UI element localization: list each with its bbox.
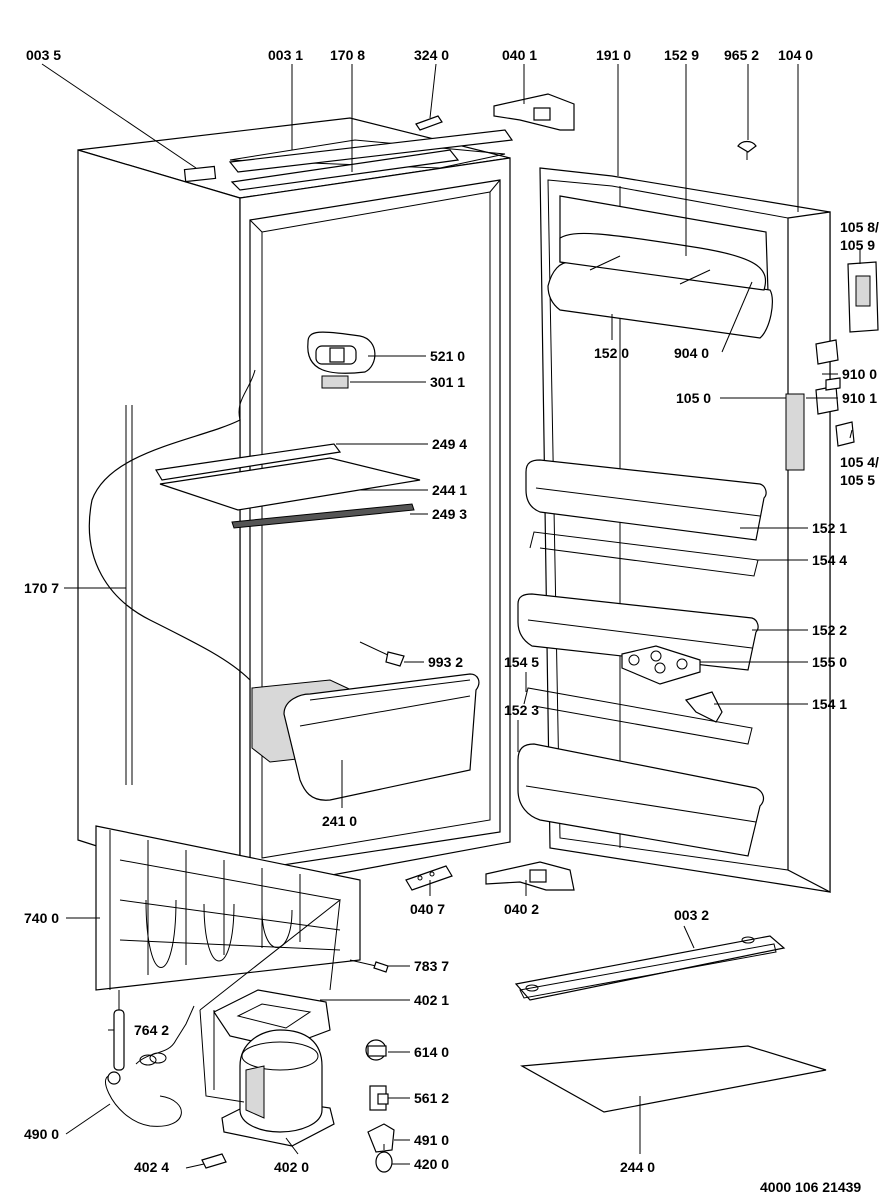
callout-7642: 764 2: [134, 1022, 169, 1038]
callout-7400: 740 0: [24, 910, 59, 926]
callout-0032: 003 2: [674, 907, 709, 923]
bottom-glass-plate: [520, 1045, 827, 1113]
callout-labels: 003 5 003 1 170 8 324 0 040 1 191 0 152 …: [24, 47, 879, 1195]
callout-0401: 040 1: [502, 47, 537, 63]
relay-cover: [367, 1123, 395, 1153]
temperature-sensor: [113, 990, 125, 1071]
relay: [365, 1039, 387, 1061]
callout-1550: 155 0: [812, 654, 847, 670]
condenser: [95, 825, 361, 991]
callout-1520: 152 0: [594, 345, 629, 361]
callout-1058: 105 8/: [840, 219, 879, 235]
callout-4021: 402 1: [414, 992, 449, 1008]
callout-2440: 244 0: [620, 1159, 655, 1175]
callout-1707: 170 7: [24, 580, 59, 596]
callout-1529: 152 9: [664, 47, 699, 63]
callout-3240: 324 0: [414, 47, 449, 63]
callout-4900: 490 0: [24, 1126, 59, 1142]
thermostat-housing: [307, 331, 376, 374]
bottom-hinge: [485, 861, 575, 891]
cabinet: [77, 117, 514, 893]
callout-0402: 040 2: [504, 901, 539, 917]
callout-1050: 105 0: [676, 390, 711, 406]
callout-9100: 910 0: [842, 366, 877, 382]
label-plate: [321, 375, 349, 389]
door: [517, 167, 879, 893]
capillary-tube: [349, 959, 389, 973]
callout-9101: 910 1: [842, 390, 877, 406]
callout-0031: 003 1: [268, 47, 303, 63]
glass-shelf: [155, 443, 421, 529]
callout-2441: 244 1: [432, 482, 467, 498]
callout-4024: 402 4: [134, 1159, 169, 1175]
callout-7837: 783 7: [414, 958, 449, 974]
callout-1544: 154 4: [812, 552, 847, 568]
screw: [737, 140, 757, 160]
callout-1054: 105 4/: [840, 454, 879, 470]
drawing-number: 4000 106 21439: [760, 1179, 861, 1195]
callout-1523: 152 3: [504, 702, 539, 718]
callout-2493: 249 3: [432, 506, 467, 522]
callout-1708: 170 8: [330, 47, 365, 63]
callout-1521: 152 1: [812, 520, 847, 536]
compressor: [221, 1029, 335, 1147]
capacitor: [375, 1144, 393, 1173]
callout-1910: 191 0: [596, 47, 631, 63]
power-cord: [105, 1005, 195, 1127]
callout-9040: 904 0: [674, 345, 709, 361]
overload-protector: [369, 1085, 389, 1111]
callout-1522: 152 2: [812, 622, 847, 638]
base-plate: [514, 935, 786, 1001]
callout-1040: 104 0: [778, 47, 813, 63]
callout-1541: 154 1: [812, 696, 847, 712]
callout-1055: 105 5: [840, 472, 875, 488]
callout-0035: 003 5: [26, 47, 61, 63]
clip: [201, 1153, 227, 1169]
callout-2494: 249 4: [432, 436, 467, 452]
callout-1059: 105 9: [840, 237, 875, 253]
bottom-hinge-plate: [405, 865, 453, 891]
callout-3011: 301 1: [430, 374, 465, 390]
refrigerant-tubing: [199, 898, 341, 1103]
callout-5210: 521 0: [430, 348, 465, 364]
callout-9652: 965 2: [724, 47, 759, 63]
callout-lines: [41, 63, 861, 1169]
sensor-probe: [359, 641, 405, 667]
top-hinge: [493, 93, 575, 131]
crisper-drawer: [251, 673, 480, 801]
callout-6140: 614 0: [414, 1044, 449, 1060]
callout-4020: 402 0: [274, 1159, 309, 1175]
callout-9932: 993 2: [428, 654, 463, 670]
callout-4910: 491 0: [414, 1132, 449, 1148]
callout-4200: 420 0: [414, 1156, 449, 1172]
top-bracket: [415, 115, 443, 131]
callout-2410: 241 0: [322, 813, 357, 829]
callout-1545: 154 5: [504, 654, 539, 670]
callout-0407: 040 7: [410, 901, 445, 917]
callout-5612: 561 2: [414, 1090, 449, 1106]
